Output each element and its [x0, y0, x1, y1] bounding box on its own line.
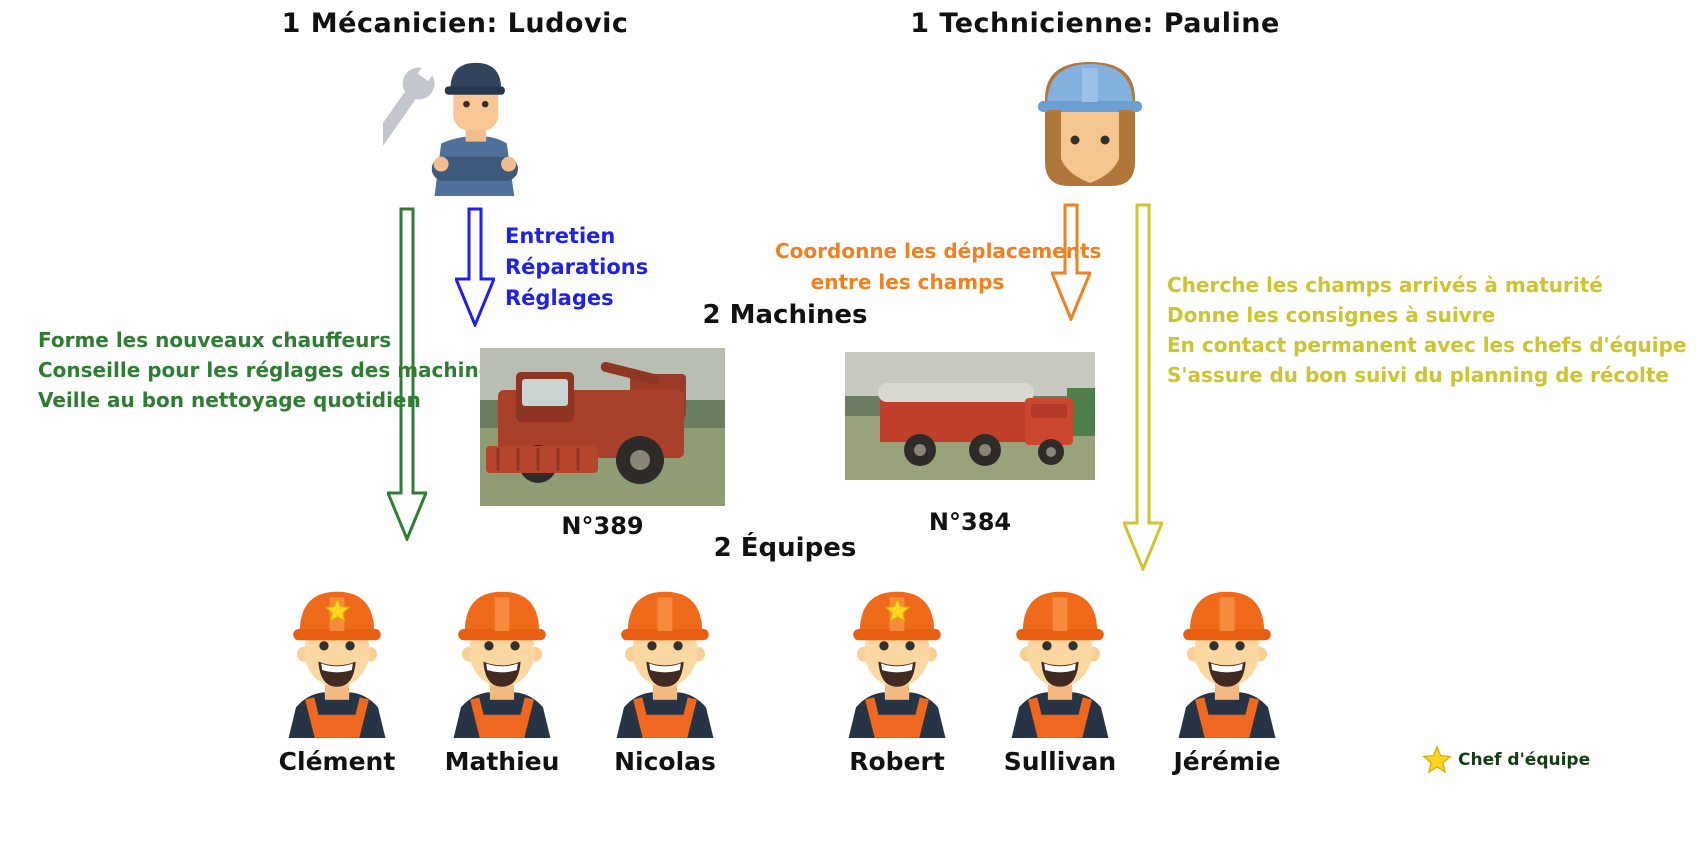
legend-label: Chef d'équipe: [1458, 750, 1591, 770]
machine-label: N°384: [928, 508, 1012, 536]
worker-hardhat-avatar: [1171, 575, 1283, 738]
worker-name: Sullivan: [1003, 747, 1117, 776]
technician-title: 1 Technicienne: Pauline: [910, 8, 1280, 39]
yellow-role-line: En contact permanent avec les chefs d'éq…: [1167, 333, 1687, 357]
mechanic-title: 1 Mécanicien: Ludovic: [281, 8, 629, 39]
blue-role-line: Réparations: [505, 255, 649, 279]
technician-yellow-roles: Cherche les champs arrivés à maturité Do…: [1167, 270, 1687, 390]
blue-role-line: Réglages: [505, 286, 614, 310]
worker-name: Nicolas: [614, 747, 716, 776]
worker-name: Robert: [849, 747, 945, 776]
machine-photo-384: N°384: [845, 352, 1095, 536]
worker-nicolas: Nicolas: [609, 575, 721, 776]
worker-jeremie: Jérémie: [1171, 575, 1283, 776]
orange-role-line: entre les champs: [810, 270, 1005, 294]
yellow-role-line: Cherche les champs arrivés à maturité: [1167, 273, 1603, 297]
harvester-photo-icon: [480, 348, 725, 506]
green-role-line: Conseille pour les réglages des machines: [38, 358, 505, 382]
woman-hardhat-icon: [1015, 44, 1165, 199]
chef-star-icon: [324, 597, 351, 624]
green-role-line: Forme les nouveaux chauffeurs: [38, 328, 392, 352]
teams-heading: 2 Équipes: [713, 533, 857, 563]
yellow-role-line: S'assure du bon suivi du planning de réc…: [1167, 363, 1669, 387]
worker-hardhat-avatar: [609, 575, 721, 738]
yellow-star-icon: [1422, 745, 1452, 775]
worker-name: Jérémie: [1173, 747, 1281, 776]
blue-role-line: Entretien: [505, 224, 616, 248]
blue-arrow-down-icon: [455, 207, 495, 327]
technician-orange-roles: Coordonne les déplacements entre les cha…: [775, 236, 1102, 298]
machine-label: N°389: [561, 512, 644, 540]
worker-name: Mathieu: [444, 747, 560, 776]
machines-heading: 2 Machines: [702, 300, 868, 330]
worker-mathieu: Mathieu: [445, 575, 559, 776]
mechanic-green-roles: Forme les nouveaux chauffeurs Conseille …: [38, 325, 505, 415]
mechanic-blue-roles: Entretien Réparations Réglages: [505, 221, 648, 314]
harvester-photo-icon: [845, 352, 1095, 480]
mechanic-with-wrench-icon: [383, 40, 533, 202]
chef-legend: Chef d'équipe: [1422, 745, 1590, 775]
yellow-arrow-down-icon: [1123, 203, 1163, 571]
worker-sullivan: Sullivan: [1004, 575, 1116, 776]
machine-photo-389: N°389: [480, 348, 725, 540]
green-role-line: Veille au bon nettoyage quotidien: [38, 388, 421, 412]
worker-hardhat-avatar: [1004, 575, 1116, 738]
yellow-role-line: Donne les consignes à suivre: [1167, 303, 1496, 327]
green-arrow-down-icon: [387, 207, 427, 541]
worker-name: Clément: [278, 747, 396, 776]
chef-star-icon: [884, 597, 911, 624]
orange-role-line: Coordonne les déplacements: [775, 239, 1102, 263]
worker-hardhat-avatar: [446, 575, 558, 738]
worker-clement: Clément: [279, 575, 395, 776]
worker-robert: Robert: [841, 575, 953, 776]
orange-arrow-down-icon: [1051, 203, 1091, 321]
